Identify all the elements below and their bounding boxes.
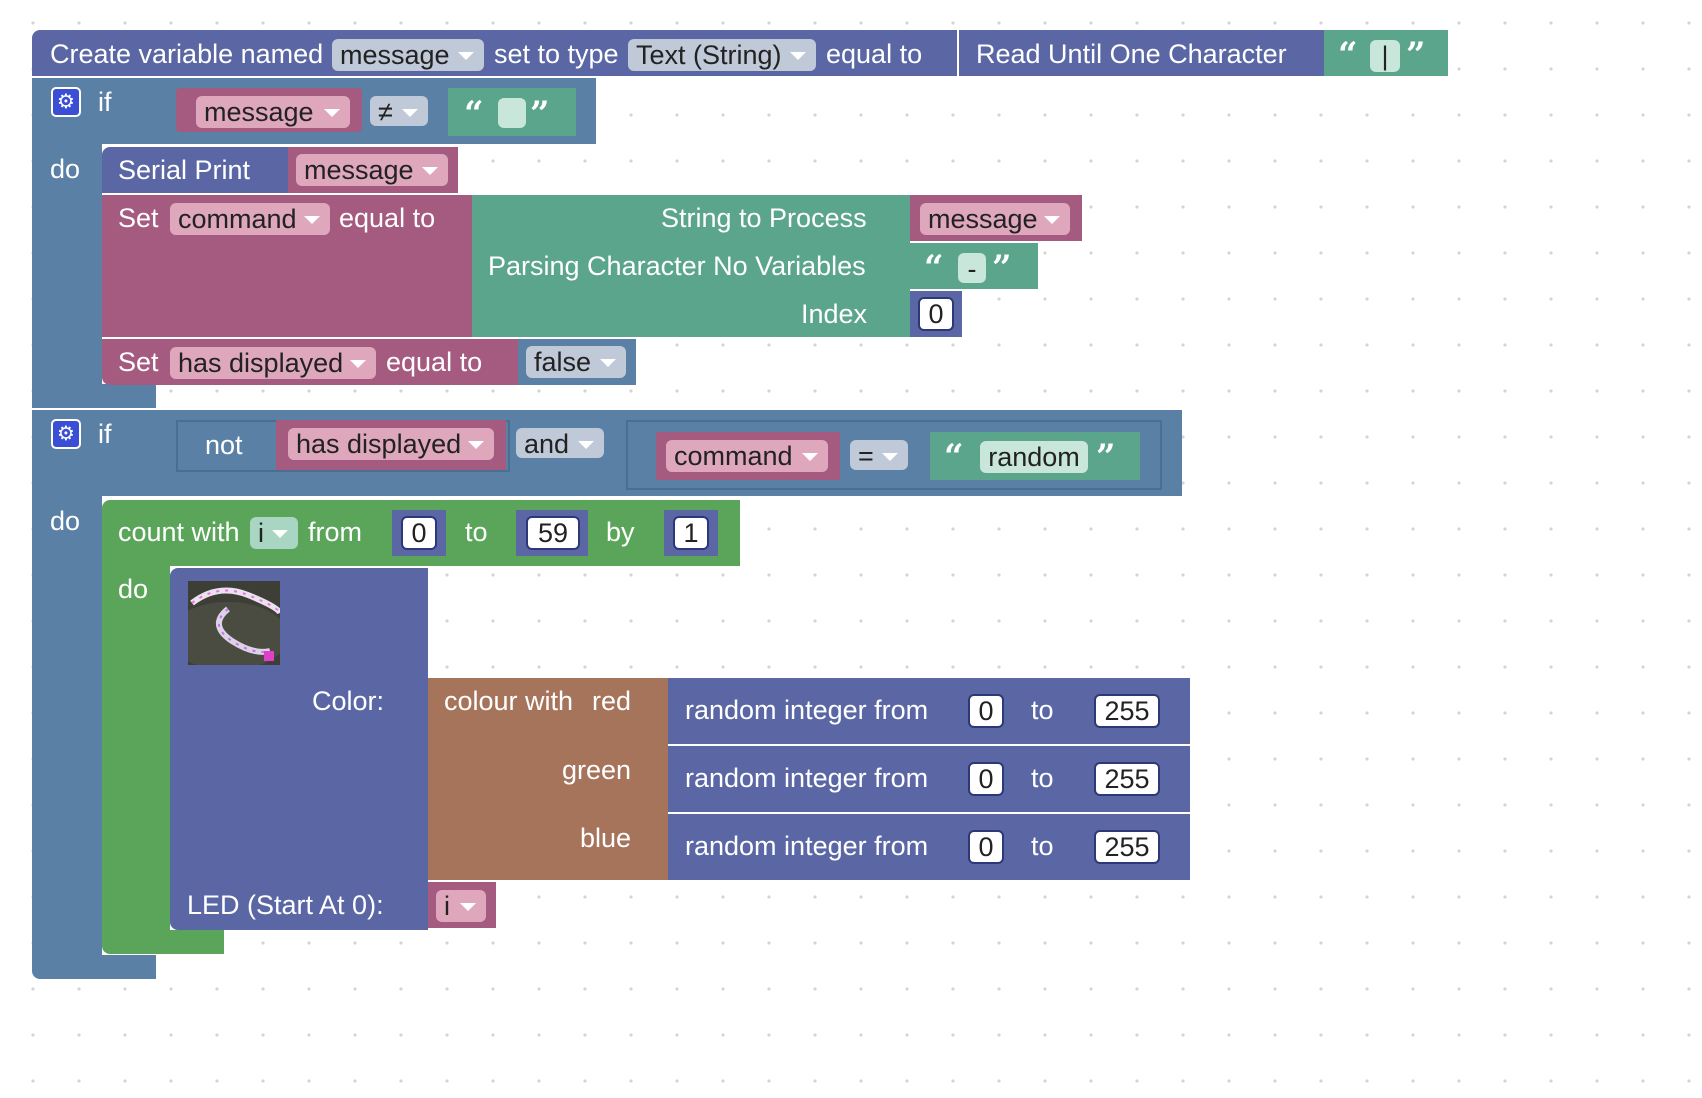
do-label: do (50, 506, 81, 536)
if-label: if (98, 419, 112, 449)
count-loop-footer (102, 930, 224, 954)
blue-label: blue (580, 823, 632, 853)
and-operator-dropdown[interactable]: and (516, 428, 604, 459)
equal-to-label: equal to (826, 39, 923, 69)
led-start-label: LED (Start At 0): (187, 890, 384, 920)
equal-to-label: equal to (339, 203, 436, 233)
random-to-field[interactable]: 255 (1094, 762, 1160, 796)
if-block-1-footer (32, 384, 156, 408)
random-from-field[interactable]: 0 (968, 694, 1004, 728)
colour-with-label: colour with (444, 686, 574, 716)
read-until-label: Read Until One Character (976, 39, 1287, 69)
string-to-process-label: String to Process (661, 203, 867, 233)
equal-to-label: equal to (386, 347, 483, 377)
gear-icon[interactable]: ⚙ (51, 419, 81, 449)
serial-print-label: Serial Print (118, 155, 251, 185)
count-loop-spine (102, 560, 170, 932)
string-process-block[interactable] (472, 195, 910, 337)
random-integer-label: random integer from (685, 831, 929, 861)
set-label: Set (118, 203, 159, 233)
from-number-field[interactable]: 0 (401, 516, 437, 550)
set-to-type-label: set to type (494, 39, 619, 69)
color-label: Color: (312, 686, 385, 716)
colour-with-block[interactable] (428, 678, 668, 880)
serial-print-var-dropdown[interactable]: message (296, 154, 448, 186)
close-quote-icon: ” (530, 94, 550, 134)
if-block-2-footer (32, 955, 156, 979)
do-label: do (50, 154, 81, 184)
random-from-field[interactable]: 0 (968, 762, 1004, 796)
if-label: if (98, 87, 112, 117)
if-block-1-spine (32, 140, 102, 408)
variable-name-dropdown[interactable]: message (332, 39, 484, 71)
by-label: by (606, 517, 635, 547)
command-var-dropdown[interactable]: command (170, 203, 330, 235)
process-string-var-dropdown[interactable]: message (920, 203, 1070, 235)
empty-text-field[interactable] (498, 98, 526, 128)
open-quote-icon: “ (924, 248, 944, 288)
read-until-block[interactable] (959, 30, 1325, 76)
has-displayed-var-dropdown[interactable]: has displayed (170, 347, 376, 379)
equals-operator-dropdown[interactable]: = (850, 440, 908, 471)
by-number-field[interactable]: 1 (673, 516, 709, 550)
close-quote-icon: ” (992, 248, 1012, 288)
random-integer-label: random integer from (685, 763, 929, 793)
index-label: Index (801, 299, 868, 329)
type-dropdown[interactable]: Text (String) (628, 39, 816, 71)
create-variable-label: Create variable named (50, 39, 324, 69)
count-with-label: count with (118, 517, 240, 547)
random-to-field[interactable]: 255 (1094, 694, 1160, 728)
do-label: do (118, 574, 149, 604)
gear-icon[interactable]: ⚙ (51, 87, 81, 117)
to-label: to (1031, 831, 1054, 861)
random-integer-label: random integer from (685, 695, 929, 725)
close-quote-icon: ” (1406, 35, 1426, 75)
from-label: from (308, 517, 362, 547)
random-to-field[interactable]: 255 (1094, 830, 1160, 864)
to-number-field[interactable]: 59 (526, 516, 580, 550)
to-label: to (1031, 695, 1054, 725)
led-start-var-dropdown[interactable]: i (436, 890, 486, 922)
to-label: to (465, 517, 488, 547)
if-block-2-spine (32, 490, 102, 960)
open-quote-icon: “ (944, 437, 964, 477)
open-quote-icon: “ (464, 94, 484, 134)
parsing-character-label: Parsing Character No Variables (488, 251, 866, 281)
led-strip-image (188, 581, 280, 665)
close-quote-icon: ” (1096, 437, 1116, 477)
not-label: not (205, 430, 243, 460)
index-number-field[interactable]: 0 (918, 297, 954, 331)
green-label: green (562, 755, 632, 785)
false-dropdown[interactable]: false (526, 346, 626, 378)
set-label: Set (118, 347, 159, 377)
open-quote-icon: “ (1338, 35, 1358, 75)
has-displayed-var-dropdown[interactable]: has displayed (288, 428, 494, 460)
red-label: red (592, 686, 632, 716)
message-var-dropdown[interactable]: message (196, 96, 350, 128)
random-text-field[interactable]: random (980, 441, 1088, 473)
serial-print-block[interactable] (102, 147, 288, 193)
command-var-dropdown[interactable]: command (666, 440, 828, 472)
to-label: to (1031, 763, 1054, 793)
parsing-char-field[interactable]: - (958, 253, 986, 284)
compare-block[interactable] (626, 420, 1162, 490)
random-from-field[interactable]: 0 (968, 830, 1004, 864)
read-char-field[interactable]: | (1370, 40, 1400, 72)
loop-var-dropdown[interactable]: i (250, 517, 298, 549)
not-equal-operator-dropdown[interactable]: ≠ (370, 96, 428, 127)
